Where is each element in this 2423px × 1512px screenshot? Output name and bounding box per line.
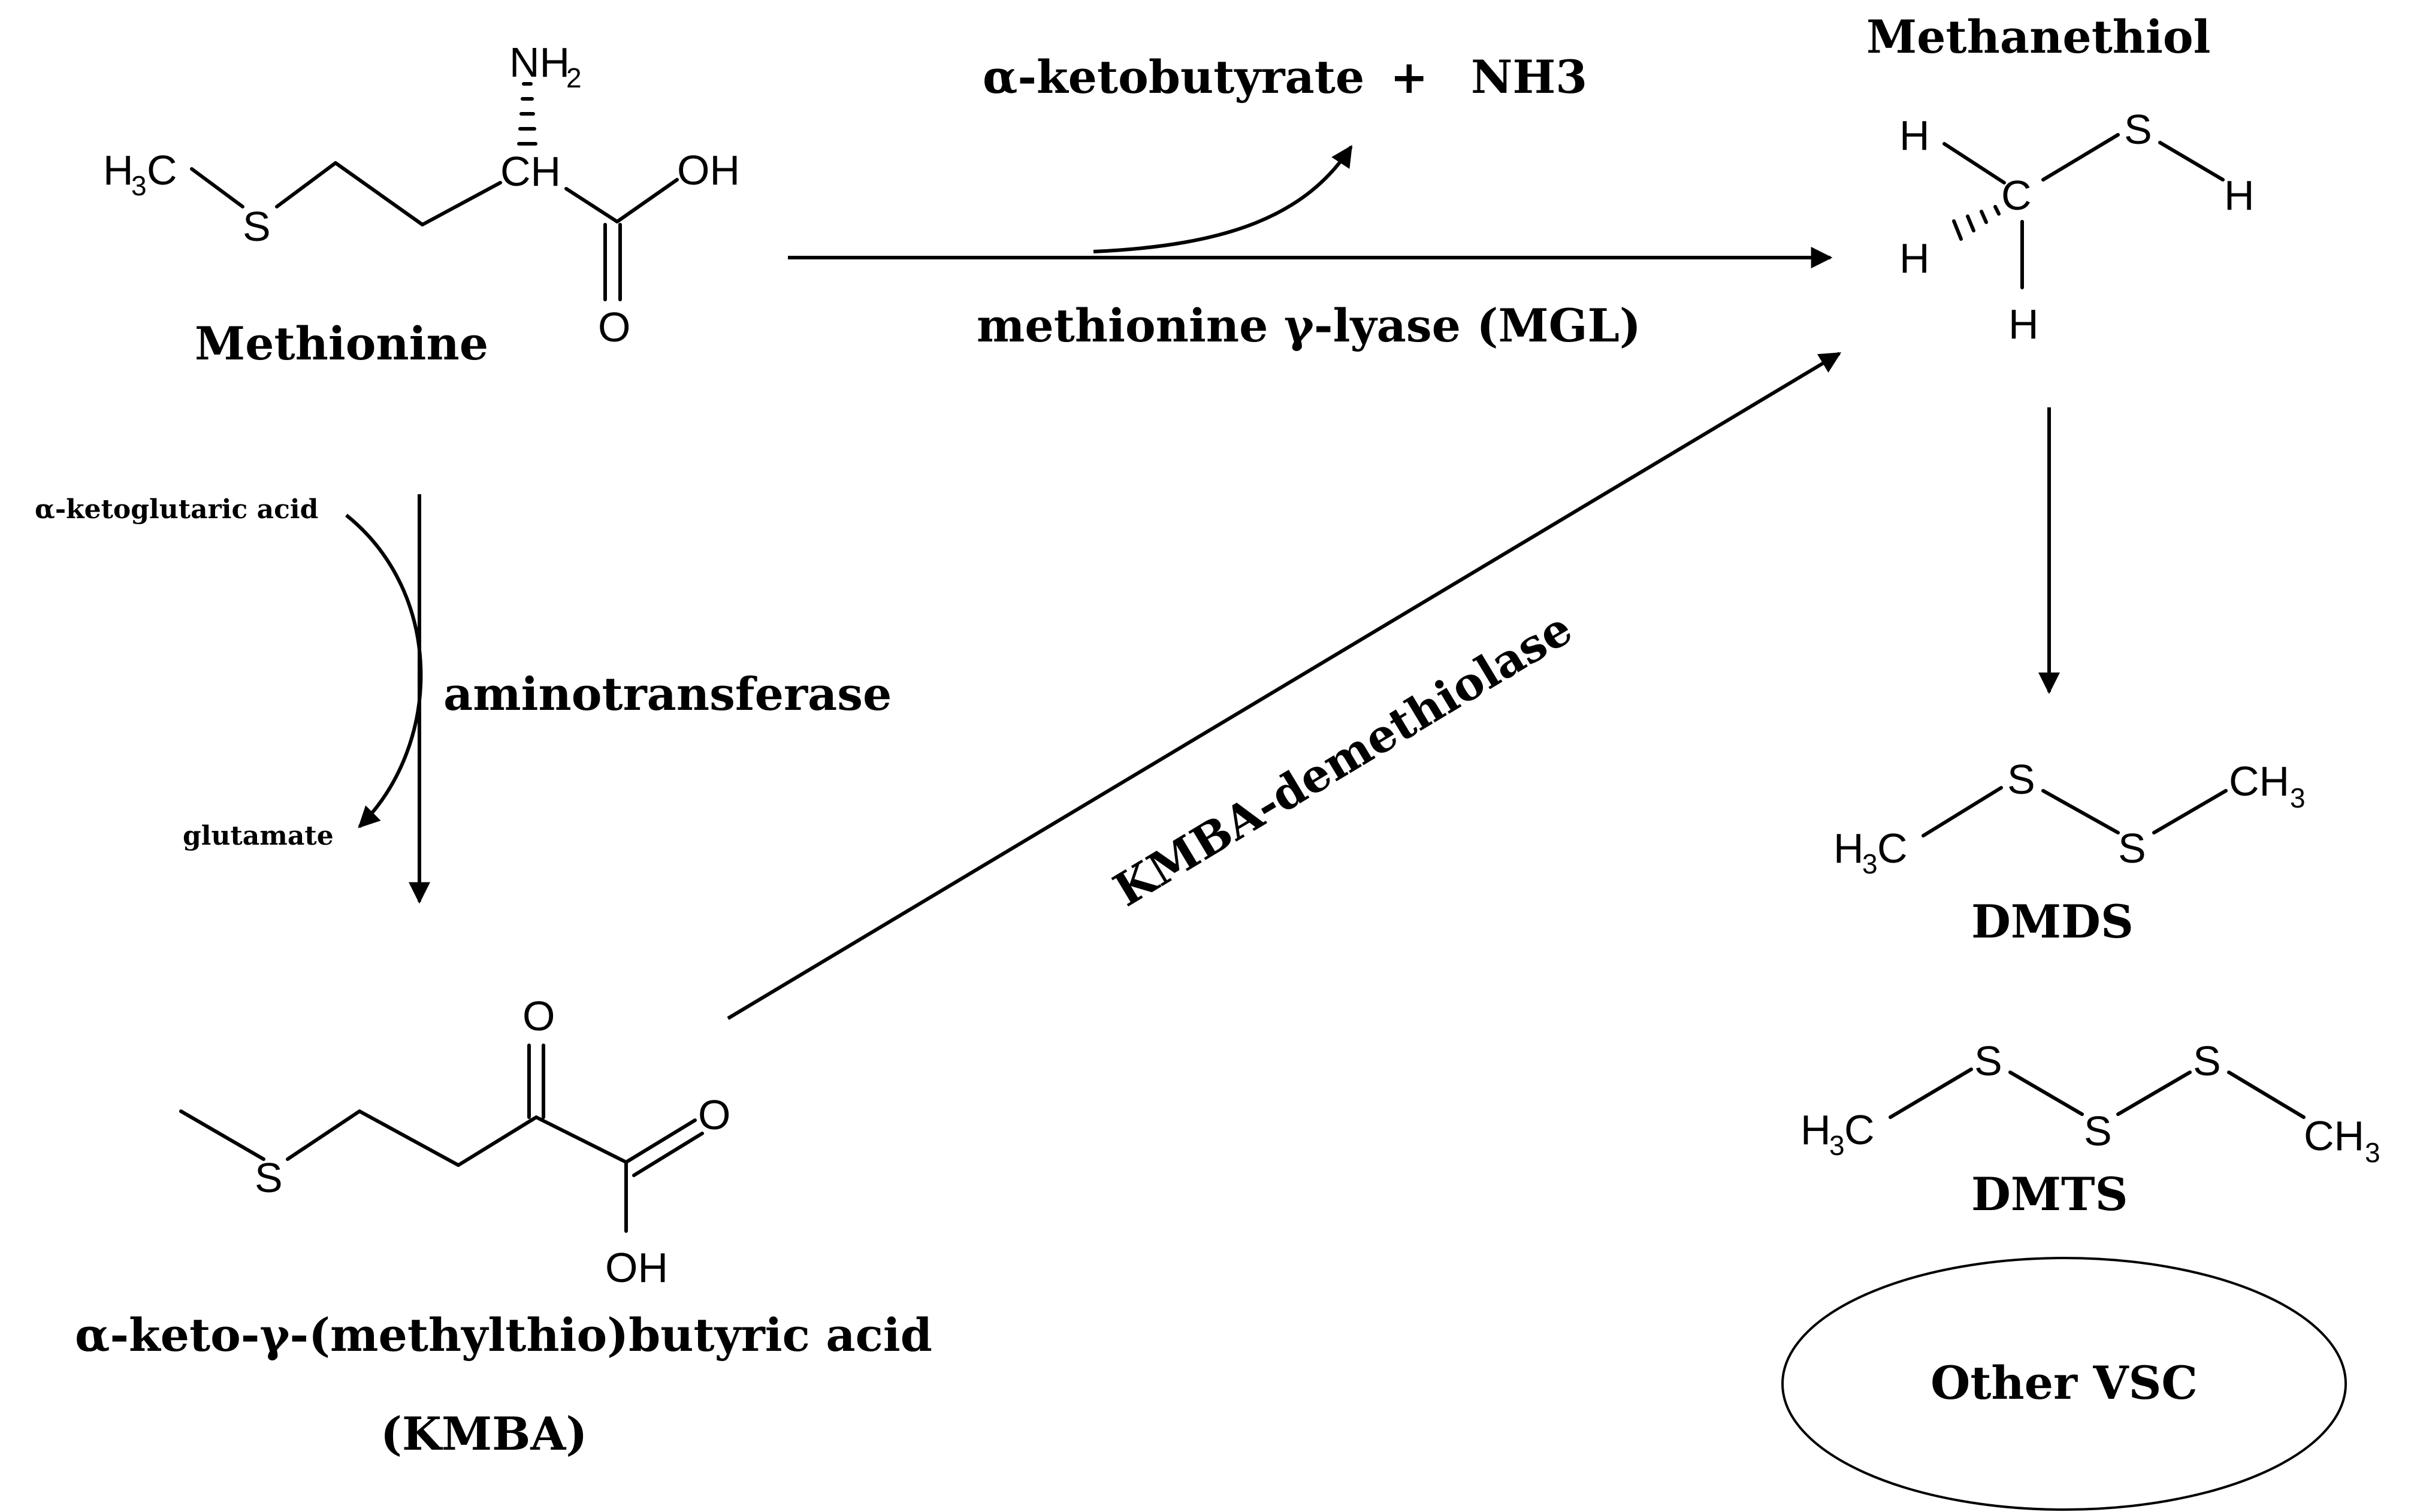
dmds-bond: [2152, 789, 2228, 834]
methionine-bond: [564, 187, 619, 223]
kmba-bond: [179, 1109, 265, 1161]
alpha-ketobutyrate-label: α-ketobutyrate: [983, 50, 1364, 104]
kmba-atom-o: O: [522, 993, 555, 1039]
methionine-bond: [190, 167, 244, 208]
methionine-atom-oh: OH: [677, 147, 740, 193]
dmds-atom-c: C: [1877, 825, 1908, 872]
kmba-abbreviation: (KMBA): [380, 1407, 587, 1460]
methionine-hashed-wedge: [517, 82, 537, 146]
kmba-full-name: α-keto-γ-(methylthio)butyric acid: [75, 1308, 932, 1362]
kmba-bond: [624, 1118, 697, 1164]
methionine-atom-2: 2: [566, 62, 582, 93]
alpha-ketoglutaric-acid-label: α-ketoglutaric acid: [35, 494, 318, 525]
methionine-bond: [421, 181, 502, 226]
dmts-bond: [1889, 1068, 1973, 1119]
dmts-bond: [2227, 1071, 2306, 1119]
dmts-atom-s: S: [2084, 1108, 2112, 1154]
dmds-label: DMDS: [1971, 895, 2134, 948]
dmts-bond: [2008, 1071, 2084, 1116]
methionine-atom-3: 3: [131, 170, 147, 201]
methanethiol-bond: [2158, 141, 2225, 182]
kmba-atom-oh: OH: [605, 1244, 668, 1291]
mgl-enzyme-label: methionine γ-lyase (MGL): [977, 299, 1641, 352]
cosubstrate-curved-arrow: [345, 513, 423, 828]
methionine-bond: [334, 161, 424, 226]
other-vsc-label: Other VSC: [1930, 1356, 2198, 1410]
kmba-bond: [358, 1109, 460, 1167]
methanethiol-atom-c: C: [2001, 172, 2032, 219]
dmds-atom-h: H: [1833, 825, 1864, 872]
dmts-structure: H 3 C S S S CH 3: [1800, 1038, 2380, 1168]
kmba-structure: S O O OH: [179, 993, 730, 1291]
methanethiol-structure: H C S H H H: [1899, 106, 2255, 347]
dmds-bond: [1922, 786, 2003, 837]
kmba-bond: [632, 1132, 704, 1177]
dmts-atom-h: H: [1800, 1106, 1831, 1153]
methionine-atom-s: S: [243, 203, 271, 250]
kmba-bond: [286, 1109, 361, 1161]
methionine-atom-o: O: [598, 304, 630, 350]
other-vsc-ellipse: [1781, 1257, 2347, 1511]
plus-sign: +: [1390, 50, 1428, 104]
dmts-atom-s: S: [1974, 1038, 2002, 1084]
methionine-label: Methionine: [195, 317, 488, 370]
mgl-side-product-arrow: [1093, 144, 1353, 253]
dmts-bond: [2116, 1071, 2192, 1116]
methanethiol-atom-h: H: [1899, 112, 1930, 159]
aminotransferase-label: aminotransferase: [443, 667, 892, 721]
methionine-atom-nh: NH: [509, 39, 570, 86]
glutamate-label: glutamate: [183, 821, 334, 851]
nh3-label: NH3: [1471, 50, 1587, 104]
methanethiol-bond: [2041, 133, 2120, 182]
methionine-bond: [615, 178, 679, 223]
methionine-bond: [275, 161, 337, 208]
methanethiol-bond: [1942, 142, 2006, 185]
kmba-atom-s: S: [255, 1154, 283, 1201]
kmba-atom-o: O: [698, 1091, 730, 1138]
dmts-label: DMTS: [1971, 1168, 2128, 1221]
dmts-atom-ch: CH: [2304, 1112, 2364, 1159]
methanethiol-atom-h: H: [2008, 301, 2039, 347]
kmba-bond: [534, 1115, 628, 1164]
methionine-atom-c: C: [147, 147, 177, 193]
methanethiol-atom-h: H: [1899, 235, 1930, 282]
methionine-atom-ch: CH: [500, 148, 561, 195]
dmts-atom-3: 3: [1829, 1130, 1845, 1161]
dmts-atom-3: 3: [2365, 1137, 2380, 1168]
dmts-atom-s: S: [2193, 1038, 2221, 1084]
dmds-bond: [2041, 789, 2120, 834]
kmba-bond: [457, 1115, 538, 1167]
dmds-atom-s: S: [2007, 756, 2035, 803]
methanethiol-atom-h: H: [2224, 172, 2255, 219]
dmds-atom-3: 3: [1862, 848, 1878, 879]
kmba-demethiolase-arrow: [727, 352, 1842, 1020]
methionine-structure: H 3 C S CH NH 2 OH O: [103, 39, 740, 350]
dmds-atom-3: 3: [2290, 782, 2306, 814]
dmds-atom-ch: CH: [2229, 758, 2289, 805]
methanethiol-hashed-wedge: [1952, 205, 2001, 241]
methanethiol-atom-s: S: [2124, 106, 2152, 153]
dmds-structure: H 3 C S S CH 3: [1833, 756, 2306, 879]
dmts-atom-c: C: [1844, 1106, 1875, 1153]
methanethiol-label: Methanethiol: [1866, 10, 2211, 63]
dmds-atom-s: S: [2118, 825, 2146, 872]
methionine-atom-h: H: [103, 147, 134, 193]
